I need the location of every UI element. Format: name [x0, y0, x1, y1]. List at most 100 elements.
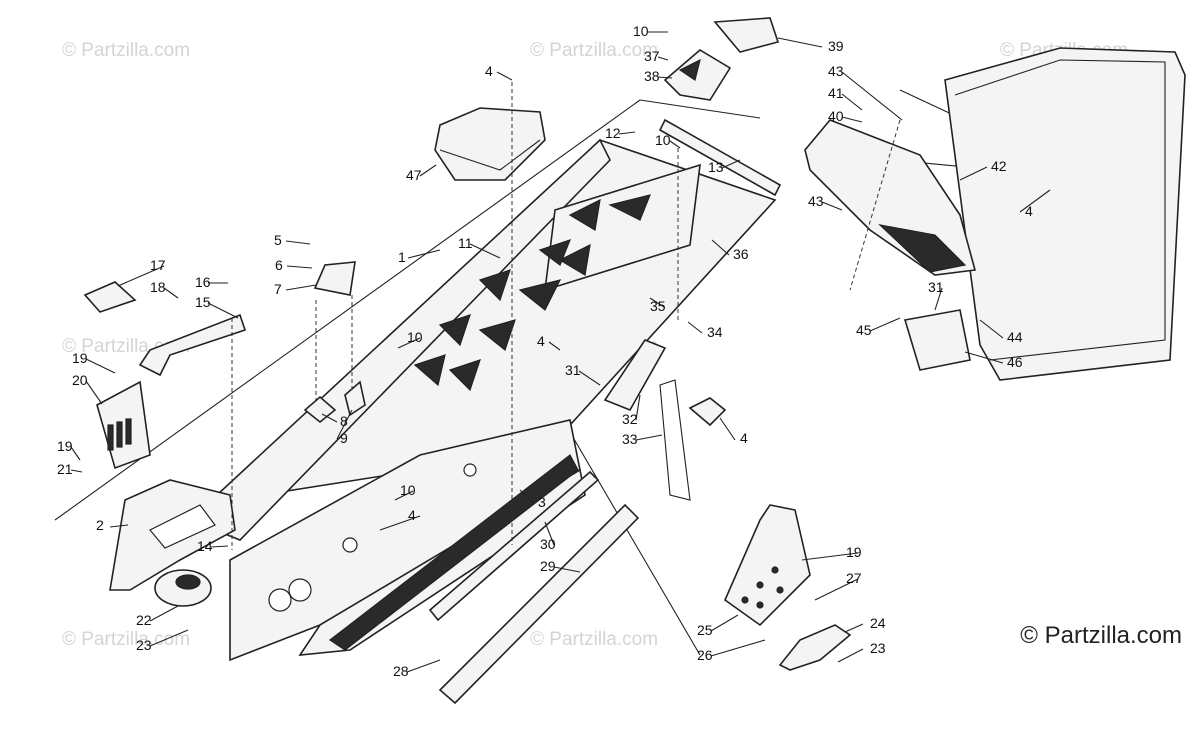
- plate-part-32: [603, 339, 667, 412]
- bracket-part-7: [313, 261, 356, 296]
- callout-number: 40: [828, 108, 844, 124]
- callout-number: 7: [274, 281, 282, 297]
- bracket-20-slot: [107, 424, 114, 451]
- callout-number: 4: [408, 507, 416, 523]
- footrest-part-25: [724, 504, 811, 627]
- callout-number: 37: [644, 48, 660, 64]
- cutout: [538, 239, 572, 266]
- callout-number: 14: [197, 538, 213, 554]
- callout-number: 44: [1007, 329, 1023, 345]
- callout-number: 28: [393, 663, 409, 679]
- callout-number: 46: [1007, 354, 1023, 370]
- callout-number: 29: [540, 558, 556, 574]
- rear-bumper-part-44: [944, 47, 1186, 381]
- rear-guard-shading: [878, 224, 967, 273]
- assembly-guide-lines: [231, 82, 901, 550]
- callout-number: 10: [655, 132, 671, 148]
- cutout: [478, 319, 516, 352]
- callout-number: 47: [406, 167, 422, 183]
- rod-part-29: [428, 470, 600, 622]
- cutout: [438, 314, 471, 347]
- callout-number: 33: [622, 431, 638, 447]
- callout-number: 18: [150, 279, 166, 295]
- callout-number: 30: [540, 536, 556, 552]
- bracket-part-38-cutout: [678, 58, 701, 81]
- callout-number: 42: [991, 158, 1007, 174]
- bumper-rail: [944, 47, 1186, 381]
- callout-number: 9: [340, 430, 348, 446]
- part-4-gear: [688, 397, 727, 427]
- callout-number: 45: [856, 322, 872, 338]
- plate-part-9: [344, 380, 366, 417]
- callout-number: 19: [57, 438, 73, 454]
- callout-number: 34: [707, 324, 723, 340]
- callout-number: 21: [57, 461, 73, 477]
- callout-number: 32: [622, 411, 638, 427]
- front-bracket-cutout: [149, 504, 216, 549]
- callout-number: 1: [398, 249, 406, 265]
- callout-number: 31: [565, 362, 581, 378]
- tunnel-assembly: [188, 138, 777, 662]
- bracket-20-slot: [116, 421, 123, 448]
- outline-line-top: [639, 99, 761, 119]
- callout-number: 31: [928, 279, 944, 295]
- callout-number: 15: [195, 294, 211, 310]
- cutout: [448, 359, 481, 392]
- callout-number: 26: [697, 647, 713, 663]
- callout-number: 3: [538, 494, 546, 510]
- cover-part-39: [713, 17, 780, 53]
- handle-part-15: [138, 313, 247, 377]
- callout-number: 5: [274, 232, 282, 248]
- callout-number: 38: [644, 68, 660, 84]
- watermark-text: © Partzilla.com: [530, 40, 658, 61]
- outline-line-left: [54, 99, 641, 521]
- footrest-holes: [741, 566, 784, 609]
- callout-number: 43: [808, 193, 824, 209]
- callout-number: 10: [407, 329, 423, 345]
- callout-number: 23: [136, 637, 152, 653]
- copyright-notice: © Partzilla.com: [1020, 622, 1182, 649]
- tube-part-28: [438, 503, 640, 705]
- callout-number: 4: [485, 63, 493, 79]
- cutout: [478, 269, 511, 302]
- cutout: [558, 243, 591, 276]
- rear-rail-part-13: [658, 118, 782, 197]
- callout-number: 25: [697, 622, 713, 638]
- outline-line-bottom: [559, 414, 701, 656]
- watermark-text: © Partzilla.com: [62, 40, 190, 61]
- running-board-traction: [328, 454, 579, 651]
- cutout: [413, 354, 446, 387]
- chain-part-33: [659, 379, 691, 501]
- callout-number: 17: [150, 257, 166, 273]
- callout-number: 6: [275, 257, 283, 273]
- cover-part-17: [83, 281, 137, 313]
- callout-number: 35: [650, 298, 666, 314]
- callout-number: 22: [136, 612, 152, 628]
- side-panel-hole: [342, 537, 358, 553]
- callout-number: 8: [340, 413, 348, 429]
- side-panel-hole: [268, 588, 292, 612]
- watermark-text: © Partzilla.com: [62, 629, 190, 650]
- bracket-20: [96, 380, 151, 470]
- callout-number: 4: [537, 333, 545, 349]
- callout-number: 39: [828, 38, 844, 54]
- side-panel-hole: [288, 578, 312, 602]
- seat-pad-seam: [439, 139, 541, 171]
- watermark-text: © Partzilla.com: [530, 629, 658, 650]
- leader-lines: [70, 31, 1051, 673]
- callout-number: 4: [1025, 203, 1033, 219]
- plate-part-31-right: [903, 309, 971, 371]
- part-22-cap-center: [175, 574, 201, 590]
- cutout: [518, 279, 562, 311]
- callout-number: 19: [72, 350, 88, 366]
- callout-number: 43: [828, 63, 844, 79]
- callout-number: 16: [195, 274, 211, 290]
- callout-number: 4: [740, 430, 748, 446]
- front-bracket-part-2: [109, 479, 236, 591]
- bracket-20-slot: [125, 418, 132, 445]
- bracket-part-38: [663, 49, 732, 101]
- plate-part-8: [303, 395, 337, 424]
- callout-number: 36: [733, 246, 749, 262]
